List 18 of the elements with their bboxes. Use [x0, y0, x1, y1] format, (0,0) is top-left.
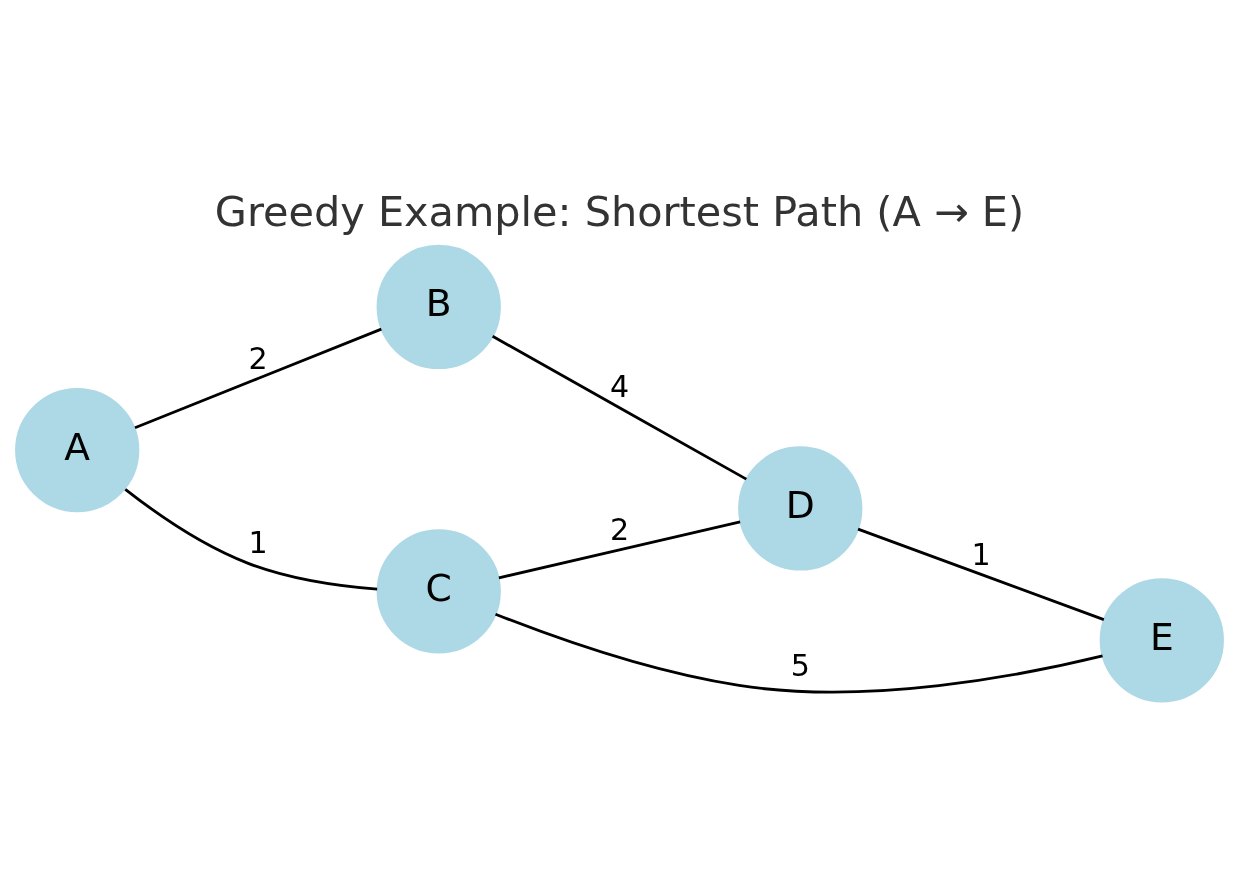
connector — [495, 612, 1103, 693]
connector — [857, 527, 1105, 621]
node-circle: E — [1099, 577, 1224, 702]
edge-label: 1 — [971, 536, 991, 572]
node-circle: A — [15, 387, 140, 512]
edge-label: 1 — [248, 524, 268, 560]
connector — [491, 334, 747, 480]
connector — [124, 487, 378, 591]
connector — [134, 327, 382, 429]
connector — [498, 520, 741, 579]
node-circle: C — [376, 528, 501, 653]
edge-label: 2 — [248, 340, 268, 376]
node-circle: B — [376, 244, 501, 369]
node-circle: D — [738, 445, 863, 571]
edge-label: 2 — [609, 511, 630, 547]
edge-label: 4 — [609, 368, 630, 404]
diagram-title: Greedy Example: Shortest Path (A → E) — [214, 187, 1025, 236]
edge-label: 5 — [790, 647, 810, 683]
